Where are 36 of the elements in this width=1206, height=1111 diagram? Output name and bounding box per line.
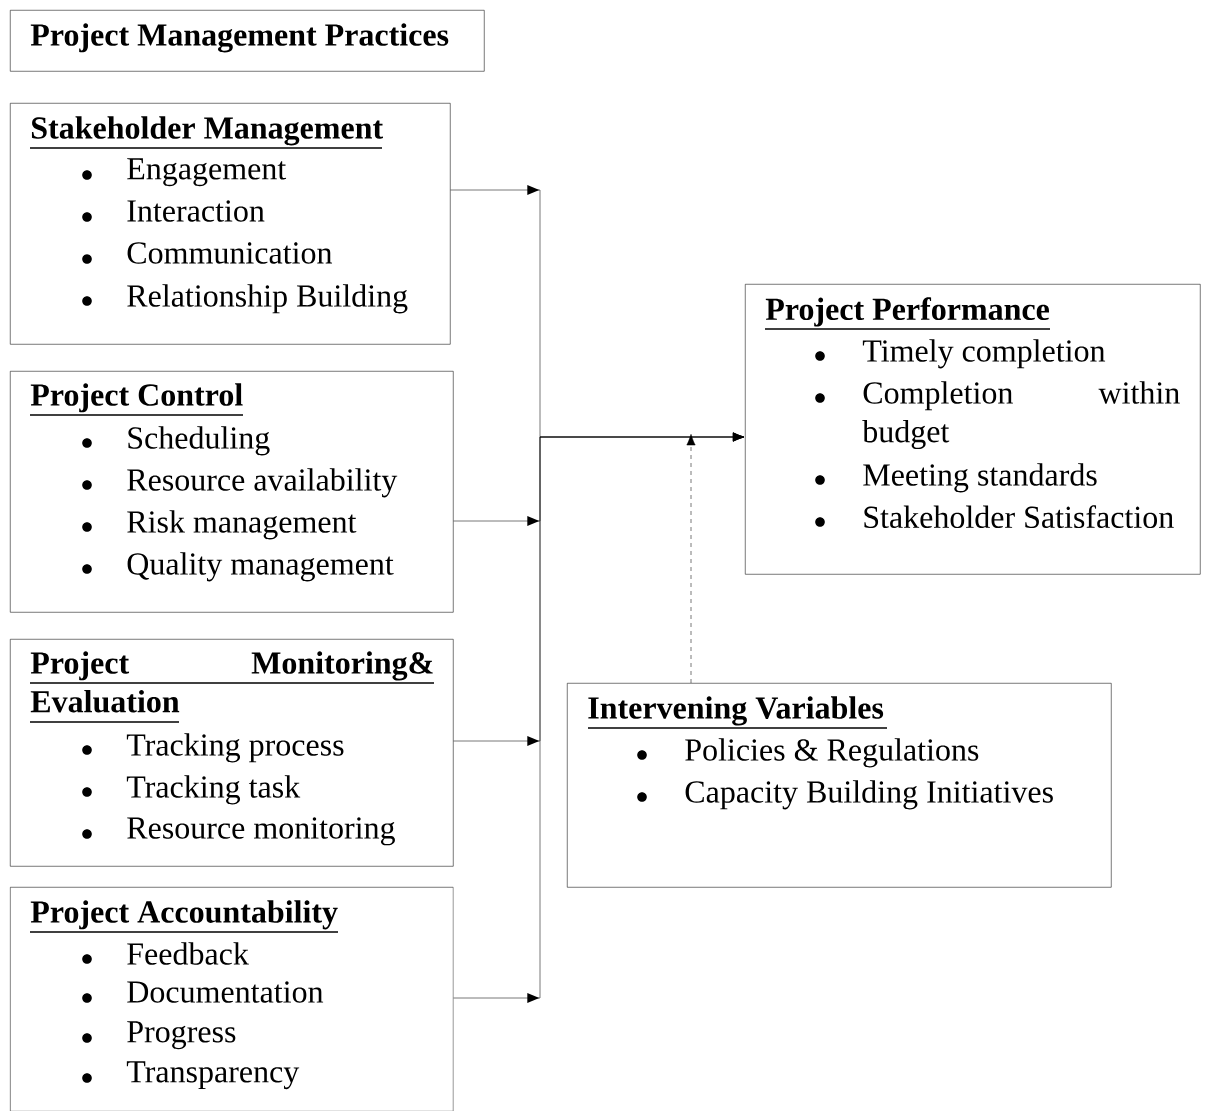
list-item: Timely completion [815, 339, 1106, 369]
list-item: Relationship Building [82, 284, 408, 314]
text-box [10, 10, 485, 72]
heading: Intervening Variables [587, 696, 888, 729]
text-box [10, 639, 454, 867]
heading: Stakeholder Management [29, 116, 383, 149]
list-item: Documentation [82, 981, 324, 1003]
list-item: Communication [82, 242, 333, 264]
list-item: Policies & Regulations [637, 738, 979, 768]
heading: Project Monitoring& Evaluation [29, 651, 435, 723]
text-box [567, 683, 1112, 888]
list-item: Quality management [82, 552, 394, 582]
list-item: Resource monitoring [82, 817, 395, 846]
list-item: Tracking task [82, 775, 301, 805]
list-item: Scheduling [82, 426, 270, 456]
arrow [686, 434, 696, 684]
list-item: Meeting standards [815, 463, 1097, 493]
list-item: Resource availability [82, 468, 398, 498]
heading: Project Accountability [29, 900, 339, 933]
text-box [10, 371, 454, 613]
heading: Project Management Practices [30, 23, 449, 53]
list-item: Tracking process [82, 733, 344, 763]
list-item: Progress [82, 1021, 236, 1050]
list-item: Engagement [82, 158, 287, 187]
text-box [10, 103, 451, 345]
list-item: Stakeholder Satisfaction [815, 505, 1174, 529]
text-box [745, 284, 1201, 575]
heading: Project Performance [764, 297, 1051, 330]
list-item: Interaction [82, 200, 265, 222]
list-item: Transparency [82, 1061, 300, 1090]
list-item: Completion within budget [815, 381, 1180, 450]
list-item: Capacity Building Initiatives [637, 780, 1053, 810]
list-item: Feedback [82, 942, 249, 965]
heading: Project Control [29, 383, 244, 416]
list-item: Risk management [82, 510, 357, 540]
arrow [453, 432, 745, 1003]
